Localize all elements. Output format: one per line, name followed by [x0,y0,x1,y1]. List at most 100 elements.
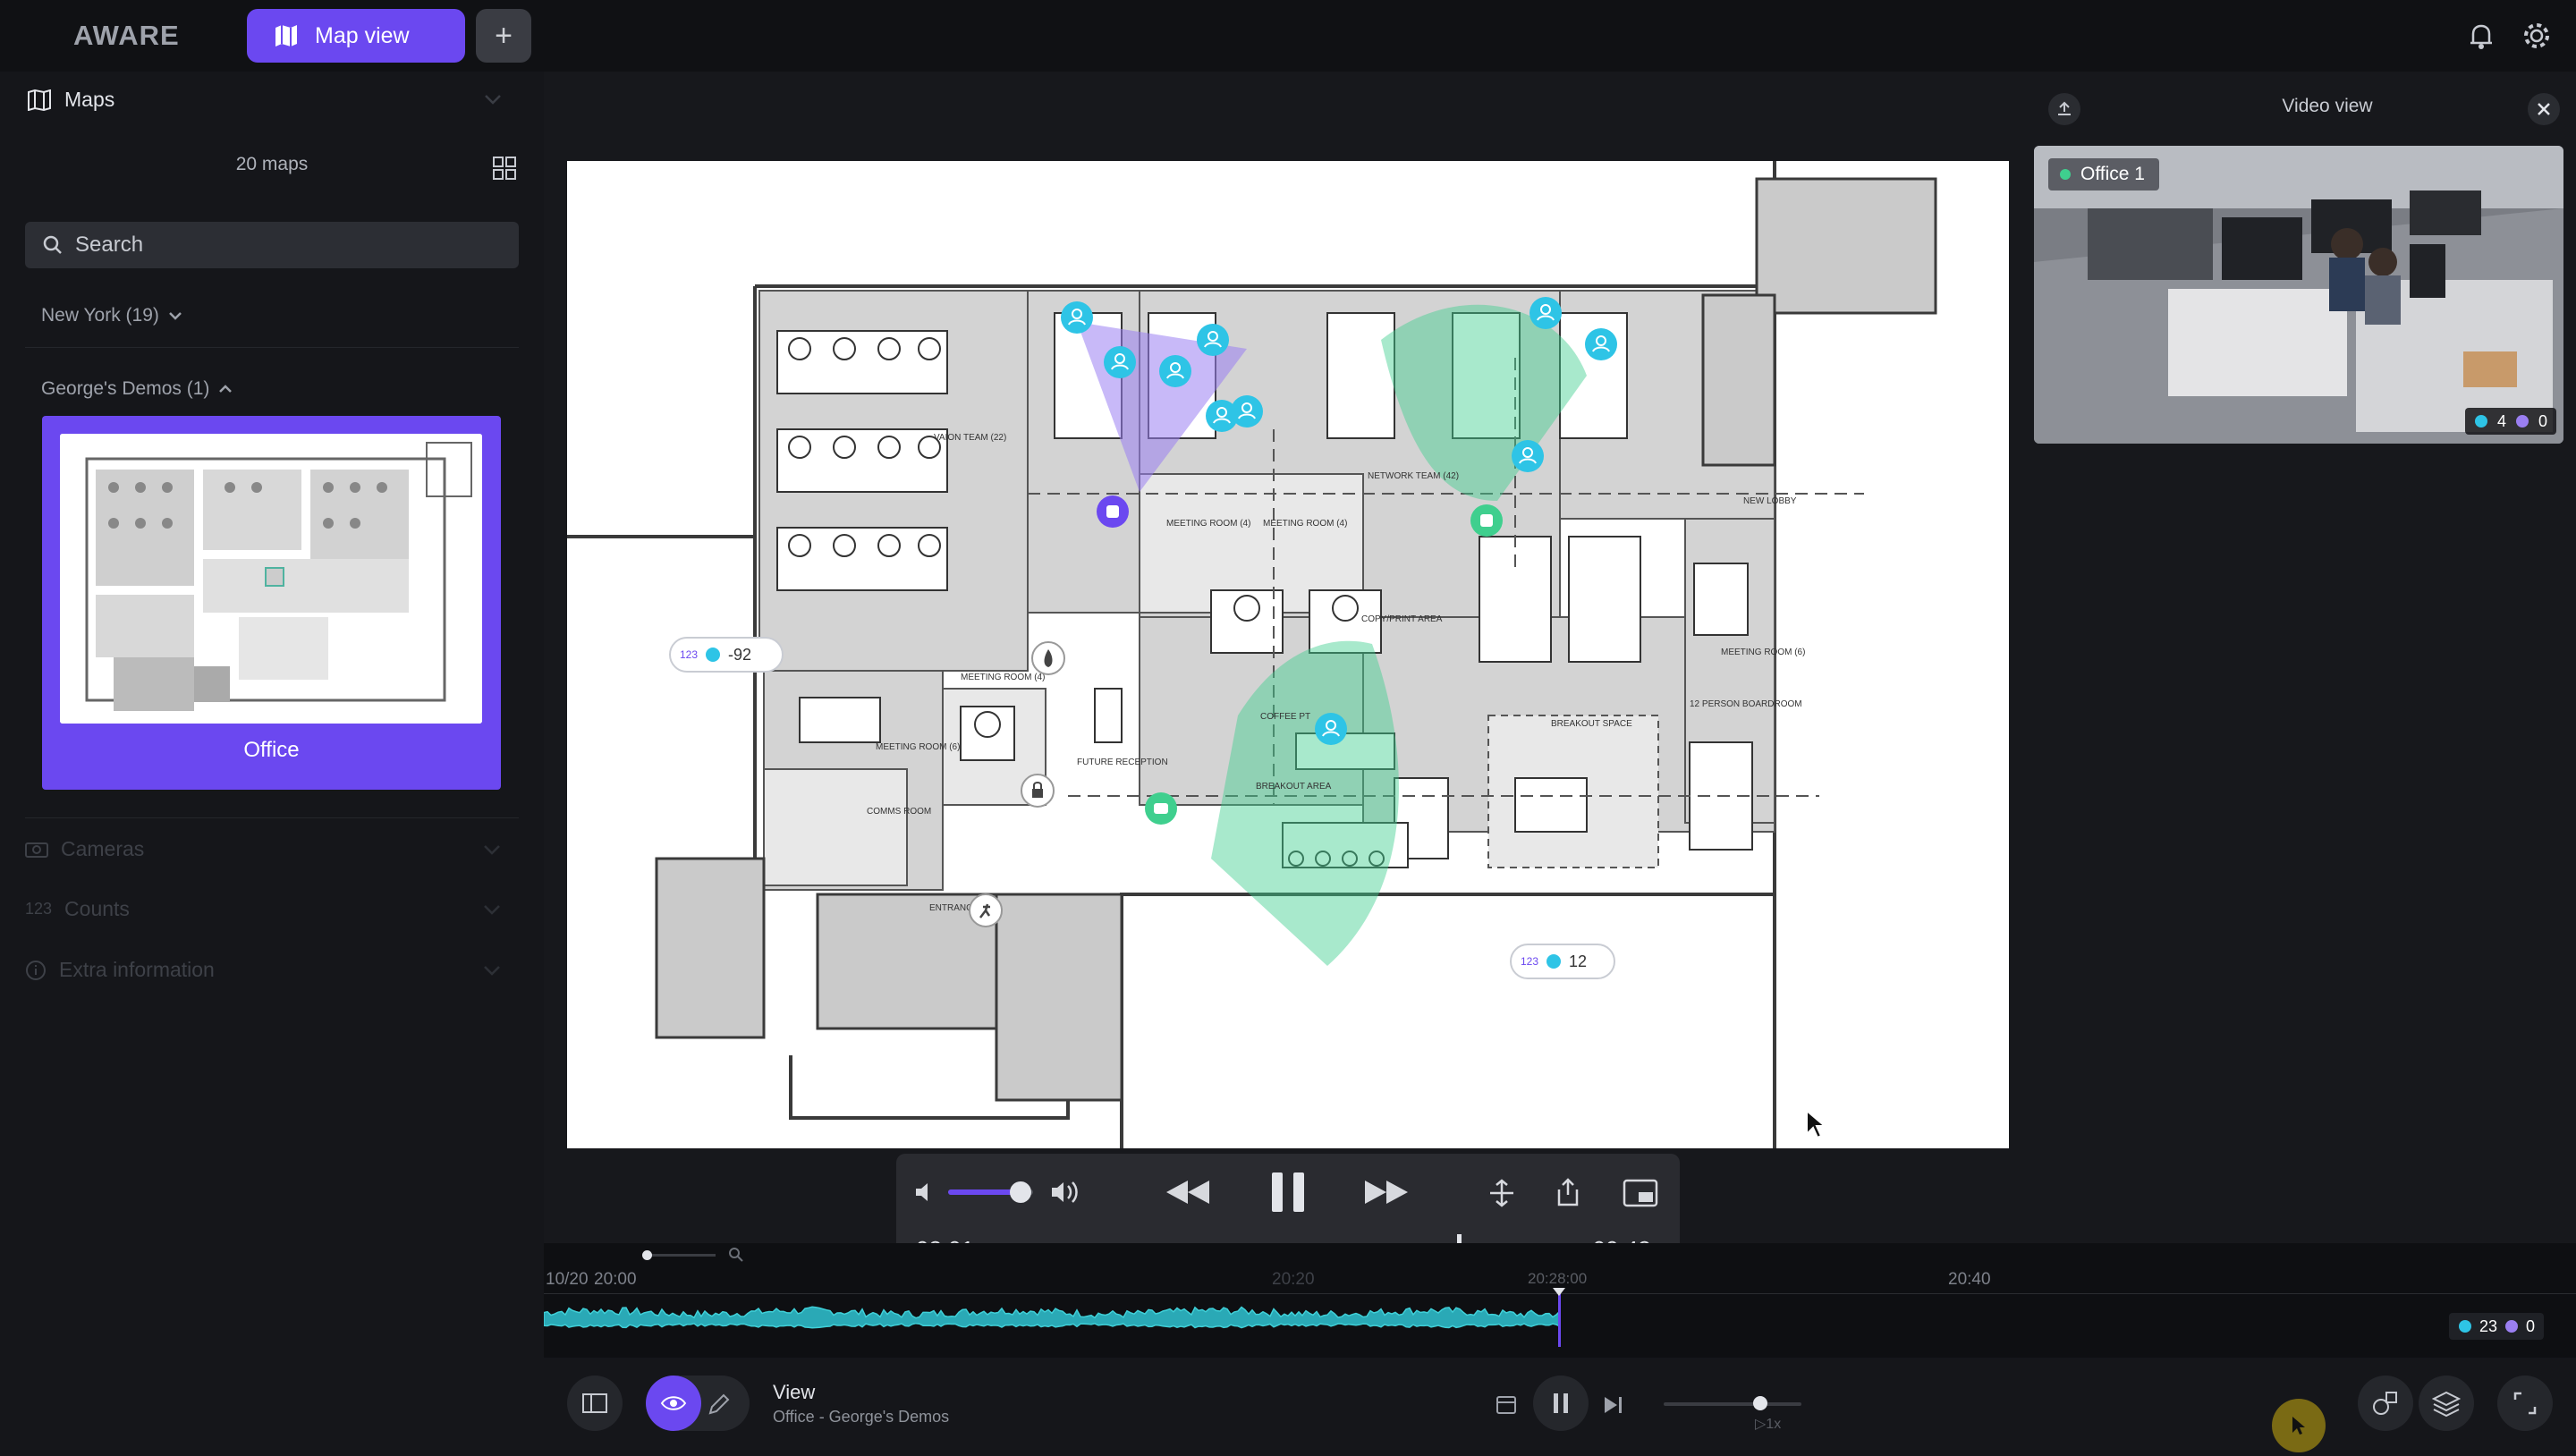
timeline-counts: 23 0 [2449,1313,2545,1340]
floor-plan[interactable]: VAION TEAM (22) NETWORK TEAM (42) NEW LO… [567,161,2009,1148]
group-new-york[interactable]: New York (19) [41,305,182,326]
count-badge[interactable]: 123 12 [1510,944,1615,979]
camera-feed[interactable]: Office 1 4 0 [2034,146,2563,444]
search-placeholder: Search [75,233,144,257]
person-count-icon [1546,953,1562,969]
svg-text:BREAKOUT SPACE: BREAKOUT SPACE [1551,719,1632,729]
person-count-icon [705,647,721,663]
svg-text:NEW LOBBY: NEW LOBBY [1743,496,1797,506]
person-marker-icon[interactable] [1102,344,1138,380]
person-marker-icon[interactable] [1195,322,1231,358]
gear-icon[interactable] [2521,20,2553,52]
vehicle-count-icon [2504,1319,2519,1333]
map-card-office[interactable]: Office [42,416,501,790]
map-icon [274,24,299,47]
layers-button[interactable] [2419,1376,2474,1431]
shapes-button[interactable] [2358,1376,2413,1431]
count-badge[interactable]: 123 -92 [669,637,784,673]
person-marker-icon[interactable] [1229,394,1265,429]
playhead-line[interactable] [1558,1291,1561,1347]
count-value: 12 [1569,952,1588,970]
svg-text:COMMS ROOM: COMMS ROOM [867,807,931,817]
timeline-tick: 20:00 [594,1270,637,1289]
view-mode-button[interactable] [646,1376,701,1431]
exit-icon[interactable] [968,893,1004,928]
zoom-icon[interactable] [728,1247,744,1263]
info-icon [25,960,47,981]
cameras-section[interactable]: Cameras [25,837,519,861]
svg-text:COFFEE PT: COFFEE PT [1260,712,1310,722]
timeline-date: 10/20 [546,1270,589,1289]
svg-text:VAION TEAM (22): VAION TEAM (22) [934,433,1006,443]
playhead-marker[interactable] [1553,1288,1565,1297]
count-prefix: 123 [680,648,699,661]
person-marker-icon[interactable] [1510,438,1546,474]
volume-slider[interactable] [948,1181,1033,1203]
counts-label: Counts [64,897,130,920]
group-georges-demos[interactable]: George's Demos (1) [41,378,233,400]
svg-text:NETWORK TEAM (42): NETWORK TEAM (42) [1368,471,1459,481]
add-view-button[interactable]: + [476,9,531,63]
zoom-slider[interactable] [644,1254,716,1257]
chevron-down-icon [483,965,501,976]
volume-mute-icon[interactable] [912,1179,939,1206]
activity-waveform[interactable] [544,1299,1560,1345]
maps-header[interactable]: Maps [27,88,114,112]
layers-icon [2432,1390,2461,1417]
counts-prefix: 123 [25,900,53,918]
chevron-down-icon [168,310,182,321]
svg-text:ENTRANCE: ENTRANCE [929,903,979,913]
person-marker-icon[interactable] [1313,711,1349,747]
timeline-tick: 20:20 [1272,1270,1315,1289]
person-marker-icon[interactable] [1059,300,1095,335]
fast-forward-icon[interactable] [1361,1177,1411,1207]
map-view-button[interactable]: Map view [247,9,465,63]
share-icon[interactable] [1555,1177,1581,1207]
export-icon[interactable] [2048,93,2080,125]
map-card-label: Office [243,738,300,762]
pause-icon[interactable] [1268,1170,1308,1215]
camera-marker-icon[interactable] [1143,791,1179,826]
close-icon[interactable] [2528,93,2560,125]
zoom-slider-knob[interactable] [642,1250,652,1260]
cursor-icon [2291,1415,2307,1436]
bell-icon[interactable] [2465,20,2497,52]
person-marker-icon[interactable] [1528,295,1563,331]
calendar-icon[interactable] [1485,1388,1528,1422]
person-marker-icon[interactable] [1157,353,1193,389]
fire-icon[interactable] [1030,640,1066,676]
chevron-up-icon [218,384,233,394]
person-marker-icon[interactable] [1204,398,1240,434]
rewind-icon[interactable] [1163,1177,1213,1207]
search-input[interactable]: Search [25,222,519,268]
svg-text:MEETING ROOM (4): MEETING ROOM (4) [961,673,1045,682]
pencil-icon[interactable] [707,1392,732,1417]
pointer-mode-button[interactable] [2272,1399,2326,1452]
chevron-down-icon[interactable] [483,93,503,106]
speed-slider[interactable] [1664,1402,1801,1406]
maps-count: 20 maps [235,154,309,174]
skip-to-live-icon[interactable] [1594,1388,1633,1422]
map-view-label: Map view [315,22,410,48]
lock-icon[interactable] [1020,773,1055,808]
speed-slider-knob[interactable] [1753,1396,1767,1410]
extra-information-section[interactable]: Extra information [25,958,519,982]
person-marker-icon[interactable] [1583,326,1619,362]
group-georges-demos-label: George's Demos (1) [41,378,210,399]
timeline-pause-button[interactable] [1533,1376,1589,1431]
fullscreen-button[interactable] [2497,1376,2553,1431]
picture-in-picture-icon[interactable] [1623,1179,1658,1207]
svg-text:12 PERSON BOARDROOM: 12 PERSON BOARDROOM [1690,699,1802,709]
fit-height-icon[interactable] [1487,1179,1517,1207]
counts-section[interactable]: 123 Counts [25,897,519,921]
camera-marker-icon[interactable] [1095,494,1131,529]
svg-text:MEETING ROOM (6): MEETING ROOM (6) [1721,648,1805,657]
live-status-icon [2059,168,2072,181]
grid-view-icon[interactable] [492,156,517,181]
volume-up-icon[interactable] [1048,1177,1084,1207]
camera-marker-icon[interactable] [1469,503,1504,538]
vehicle-count-icon [2515,414,2529,428]
toggle-sidebar-button[interactable] [567,1376,623,1431]
camera-counts: 4 0 [2464,408,2556,435]
divider [25,347,519,348]
